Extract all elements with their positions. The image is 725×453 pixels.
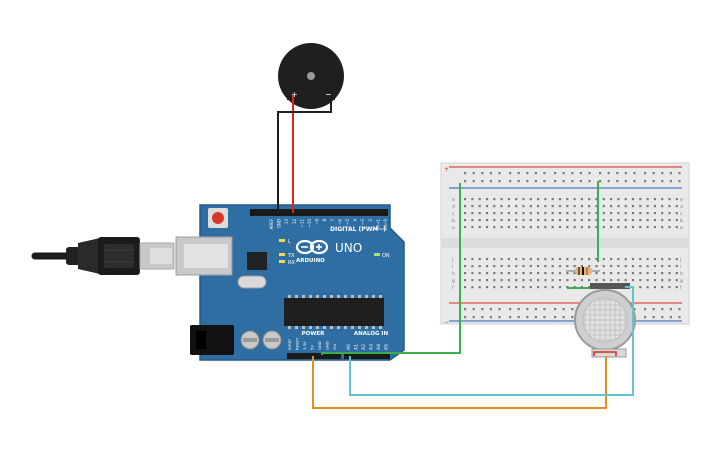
analog-pin-label: A1 xyxy=(354,344,360,350)
breadboard-row-letter: a xyxy=(680,226,683,231)
buzzer-minus-label: − xyxy=(325,90,332,99)
breadboard-row-letter: h xyxy=(452,271,455,277)
digital-pin-label: 12 xyxy=(292,219,297,225)
breadboard-row-letter: j xyxy=(679,257,681,263)
l-led xyxy=(279,239,285,242)
piezo-buzzer[interactable]: + − xyxy=(278,43,344,109)
brand-label: ARDUINO xyxy=(296,258,325,264)
resistor[interactable] xyxy=(566,267,600,275)
analog-pin-label: A3 xyxy=(369,344,375,350)
tx-led xyxy=(279,253,285,256)
wire-cyan[interactable] xyxy=(349,286,634,396)
analog-pin-label: A5 xyxy=(384,344,390,350)
breadboard-row-letter: f xyxy=(680,285,682,291)
digital-pin-label: RX←0 xyxy=(383,219,388,231)
breadboard-row-letter: c xyxy=(452,212,455,217)
power-pin-label: RESET xyxy=(295,337,300,350)
l-led-label: L xyxy=(288,239,291,245)
breadboard-row-letter: h xyxy=(680,271,683,277)
breadboard-row-letter: i xyxy=(452,264,453,270)
breadboard-row-letter: d xyxy=(680,204,683,210)
power-pin-label: 3.3V xyxy=(302,341,307,350)
on-led xyxy=(374,253,380,256)
analog-header-label: ANALOG IN xyxy=(354,331,389,337)
digital-pin-label: 13 xyxy=(284,219,289,225)
breadboard-row-letter: e xyxy=(680,198,683,203)
power-pin-label: GND xyxy=(325,341,330,350)
buzzer-plus-label: + xyxy=(291,90,298,99)
power-header-label: POWER xyxy=(302,331,326,337)
digital-pin-label: ~11 xyxy=(299,219,304,228)
breadboard-row-letter: i xyxy=(680,264,681,270)
rx-led xyxy=(279,260,285,263)
power-pin-label: IOREF xyxy=(287,339,292,350)
tx-led-label: TX xyxy=(287,253,295,259)
usb-cable[interactable] xyxy=(31,237,175,275)
digital-header-label: DIGITAL (PWM~) xyxy=(330,226,386,233)
power-pin-label: GND xyxy=(317,341,322,350)
analog-header[interactable] xyxy=(344,353,390,359)
wire-red-sensor[interactable] xyxy=(593,351,617,356)
digital-pin-label: ~10 xyxy=(307,219,312,228)
digital-header[interactable] xyxy=(250,209,388,216)
digital-pin-label: ~3 xyxy=(360,219,365,225)
breadboard-plus-label: + xyxy=(444,166,449,173)
breadboard-minus-label: − xyxy=(444,319,449,326)
breadboard-row-letter: c xyxy=(680,212,683,217)
wire-orange[interactable] xyxy=(312,356,607,409)
digital-pin-label: AREF xyxy=(269,218,274,229)
breadboard-row-letter: e xyxy=(452,198,455,203)
breadboard-row-letter: g xyxy=(680,279,683,284)
digital-pin-label: GND xyxy=(277,219,282,228)
digital-pin-label: 8 xyxy=(322,219,327,222)
analog-pin-label: A4 xyxy=(376,344,382,350)
rx-led-label: RX xyxy=(288,260,295,266)
wire-green-board[interactable] xyxy=(321,183,461,355)
arduino-logo-icon xyxy=(295,239,329,255)
digital-pin-label: ~6 xyxy=(337,219,342,225)
on-led-label: ON xyxy=(382,253,390,259)
digital-pin-label: TX→1 xyxy=(375,219,380,232)
microcontroller xyxy=(284,298,384,326)
breadboard-row-letter: b xyxy=(680,218,683,224)
analog-pin-label: A2 xyxy=(361,344,367,350)
breadboard-row-letter: g xyxy=(452,279,455,284)
breadboard-row-letter: f xyxy=(452,285,454,291)
digital-pin-label: 7 xyxy=(330,219,335,222)
breadboard-center-channel xyxy=(441,238,689,248)
power-pin-label: 5V xyxy=(310,345,315,350)
breadboard-row-letter: b xyxy=(452,218,455,224)
digital-pin-label: ~5 xyxy=(345,219,350,225)
breadboard-row-letter: j xyxy=(451,257,453,263)
analog-pin-label: A0 xyxy=(346,344,352,350)
crystal xyxy=(237,275,267,289)
digital-pin-label: 4 xyxy=(353,219,358,222)
gas-sensor[interactable] xyxy=(574,283,636,358)
digital-pin-label: ~9 xyxy=(315,219,320,225)
wire-black[interactable] xyxy=(277,95,332,213)
breadboard-row-letter: d xyxy=(452,204,455,210)
usb-chip xyxy=(247,252,267,270)
breadboard-row-letter: a xyxy=(452,226,455,231)
power-pin-label: Vin xyxy=(332,343,337,350)
model-label: UNO xyxy=(335,241,362,255)
digital-pin-label: 2 xyxy=(368,219,373,222)
